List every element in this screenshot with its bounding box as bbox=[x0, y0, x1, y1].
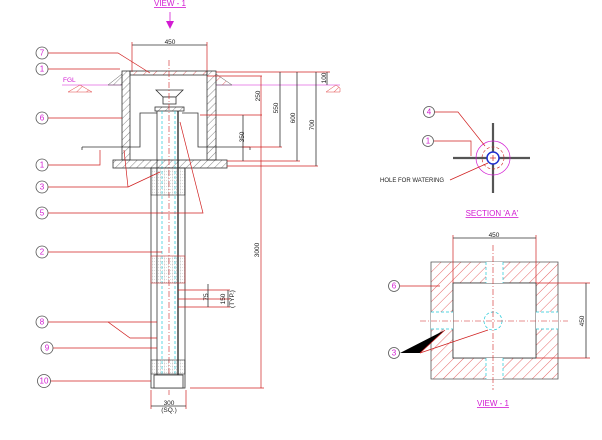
mesh-band bbox=[150, 255, 186, 284]
callout-6: 6 bbox=[392, 282, 397, 291]
view-title-top: VIEW - 1 bbox=[154, 0, 187, 8]
view-title-bottom: VIEW - 1 bbox=[477, 399, 510, 408]
mesh-band bbox=[150, 167, 186, 196]
footing bbox=[153, 374, 184, 389]
dim-250: 250 bbox=[255, 90, 262, 101]
callout-3: 3 bbox=[40, 183, 45, 192]
dim-350: 350 bbox=[239, 131, 246, 142]
section-a-a: HOLE FOR WATERING 4 1 SECTION 'A A' bbox=[380, 106, 530, 218]
dim-75: 75 bbox=[203, 293, 210, 301]
dim-700: 700 bbox=[309, 119, 316, 130]
callout-7: 7 bbox=[40, 49, 45, 58]
view-arrow-icon bbox=[166, 12, 174, 29]
fgl-label: FGL bbox=[63, 77, 76, 84]
elevation-view: VIEW - 1 450 FGL bbox=[35, 0, 341, 414]
dim-typ: (TYP.) bbox=[229, 290, 236, 308]
dim-sq: (SQ.) bbox=[161, 407, 177, 414]
dim-300: 300 bbox=[164, 400, 175, 407]
dim-3000: 3000 bbox=[254, 242, 261, 257]
callout-1: 1 bbox=[426, 137, 431, 146]
dim-550: 550 bbox=[273, 102, 280, 113]
hole-for-watering-label: HOLE FOR WATERING bbox=[380, 178, 444, 184]
section-title: SECTION 'A A' bbox=[466, 209, 519, 218]
callout-10: 10 bbox=[40, 377, 49, 386]
dim-plan-height: 450 bbox=[579, 315, 586, 326]
callout-8: 8 bbox=[40, 318, 45, 327]
callout-9: 9 bbox=[45, 344, 50, 353]
chamber-base bbox=[112, 159, 228, 169]
dim-600: 600 bbox=[290, 112, 297, 123]
dim-100: 100 bbox=[321, 72, 328, 83]
callout-6: 6 bbox=[40, 114, 45, 123]
dim-plan-width: 450 bbox=[489, 232, 500, 239]
callout-3: 3 bbox=[392, 349, 397, 358]
chamber-lid bbox=[129, 70, 208, 76]
dim-width-top: 450 bbox=[165, 39, 176, 46]
callout-5: 5 bbox=[40, 209, 45, 218]
callout-2: 2 bbox=[40, 248, 45, 257]
callout-1: 1 bbox=[40, 161, 45, 170]
funnel-icon bbox=[155, 89, 184, 98]
mesh-band bbox=[150, 359, 186, 375]
plan-view: 450 450 6 3 VIEW - 1 bbox=[388, 232, 590, 408]
ground-symbol bbox=[67, 84, 93, 93]
callout-4: 4 bbox=[427, 108, 432, 117]
dim-150: 150 bbox=[220, 293, 227, 304]
elevation-dimensions: 250 550 600 700 100 350 3000 75 150 (TYP… bbox=[150, 71, 330, 414]
ground-symbol bbox=[325, 84, 341, 93]
callout-1: 1 bbox=[40, 65, 45, 74]
callouts-elevation: 7 1 6 1 3 5 2 8 9 10 bbox=[35, 46, 54, 388]
